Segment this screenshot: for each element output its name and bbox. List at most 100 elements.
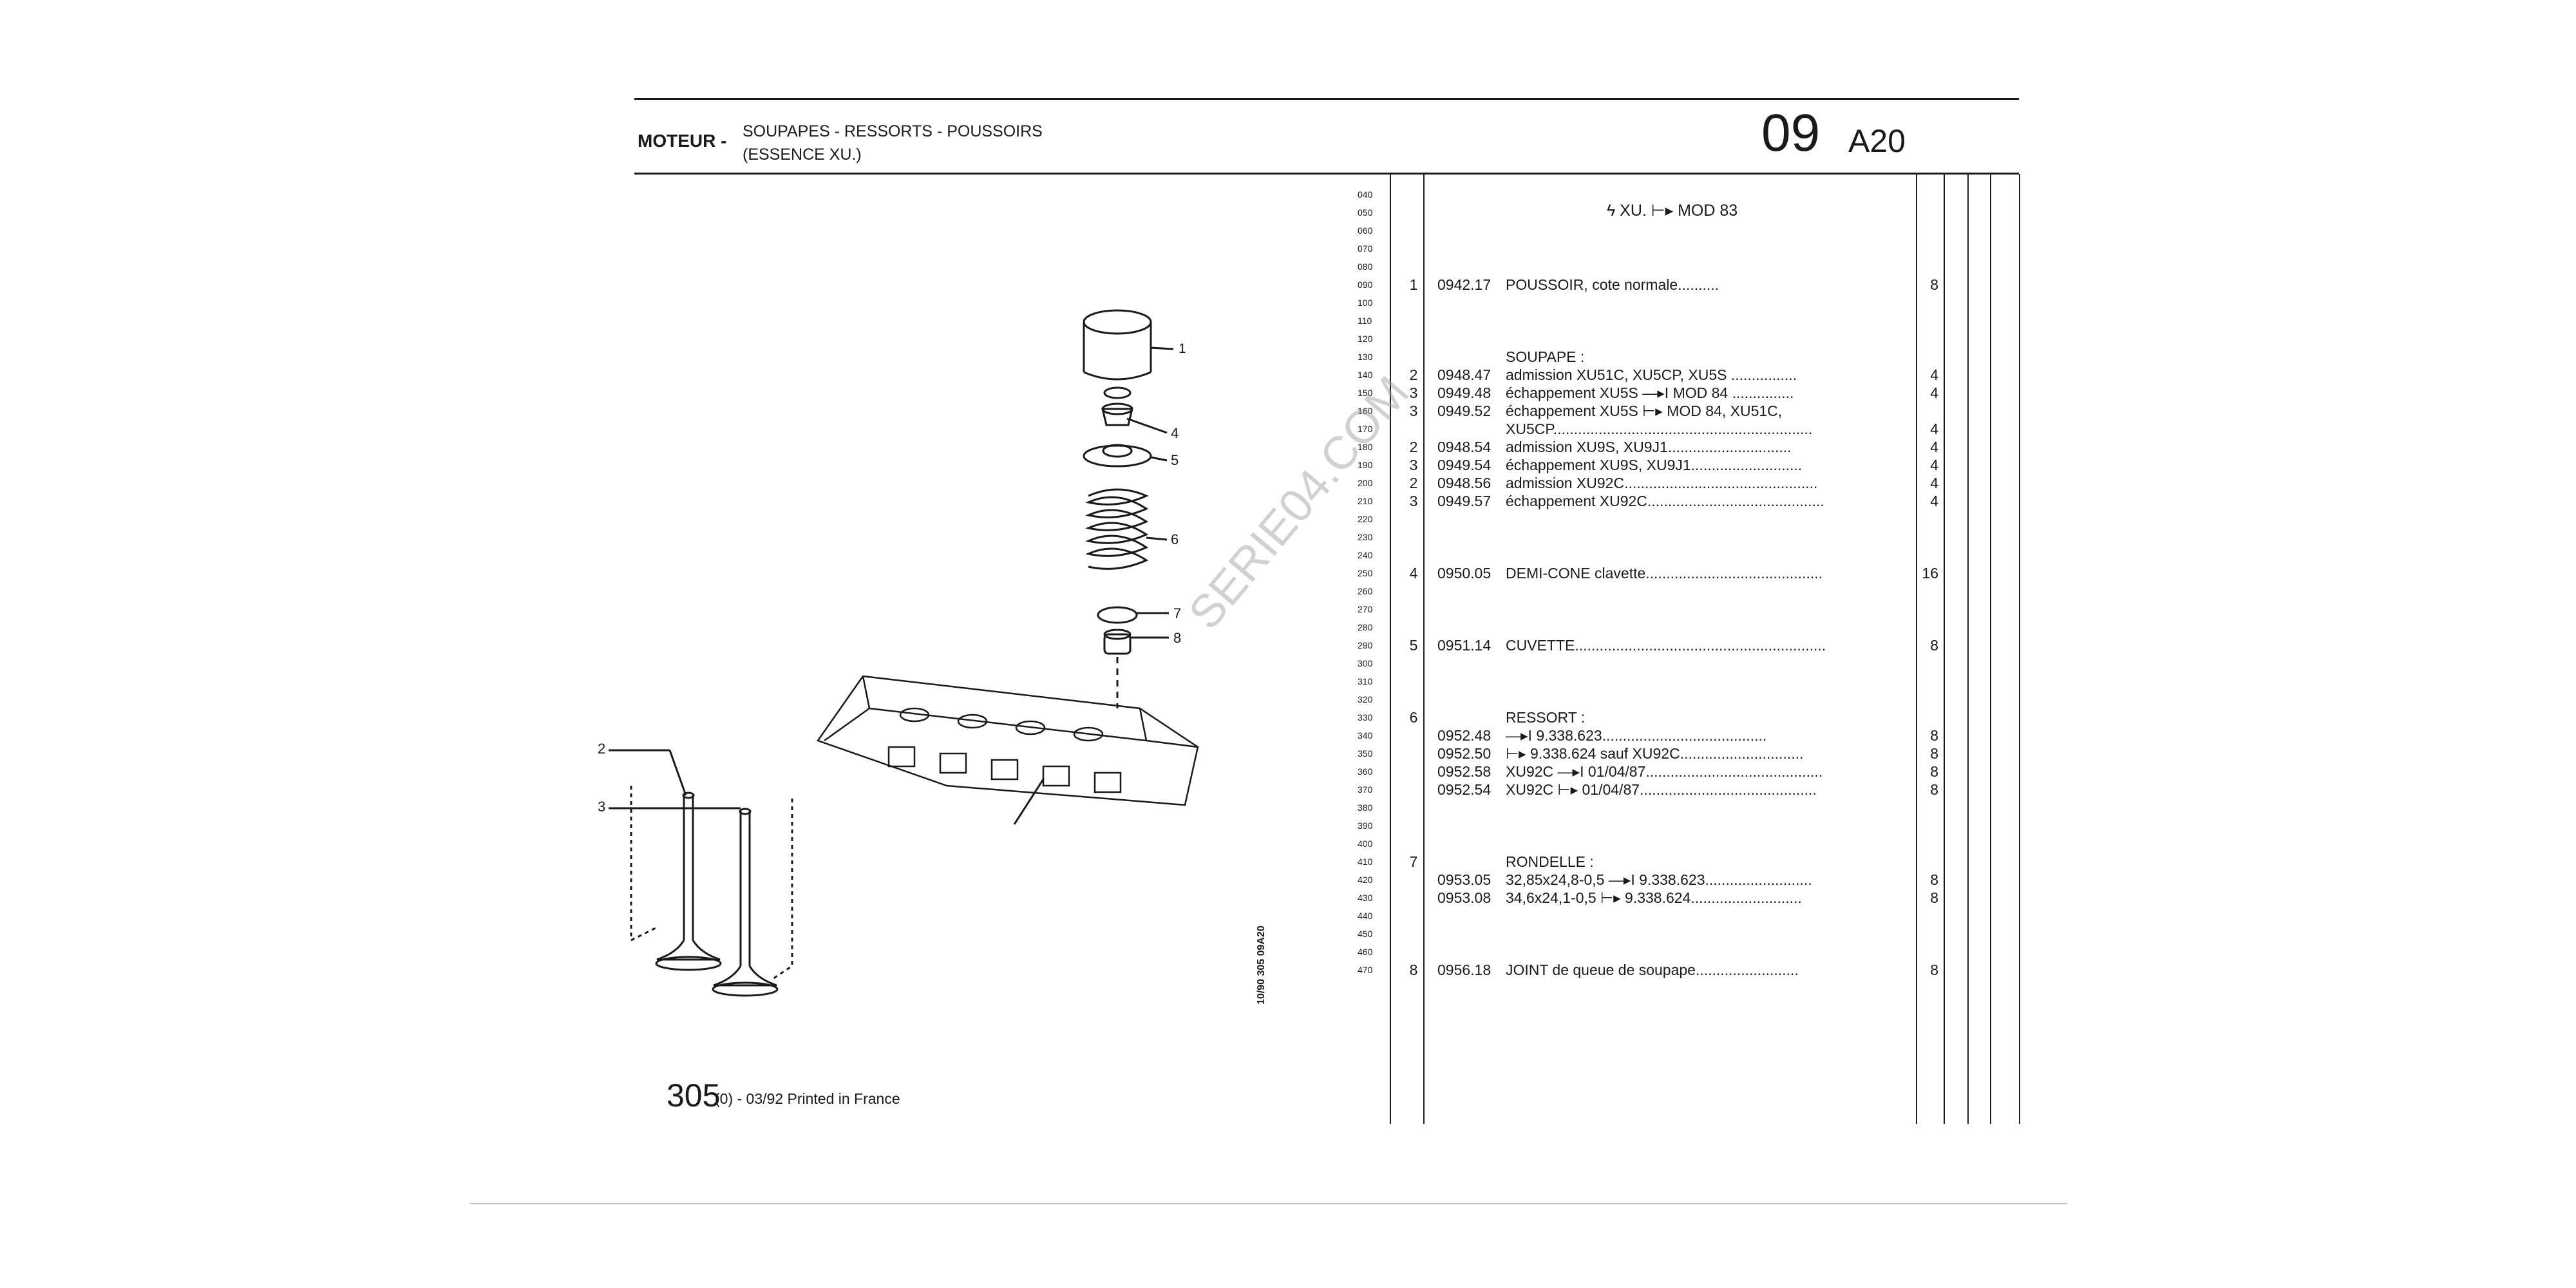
callout-7: 7	[1173, 605, 1181, 621]
part-ref: 0952.50	[1437, 745, 1492, 762]
part-qty: 8	[1930, 871, 1938, 888]
part-qty: 8	[1930, 745, 1938, 762]
line-code: 200	[1358, 478, 1373, 488]
part-idx: 6	[1409, 709, 1418, 726]
part-idx: 3	[1409, 402, 1418, 419]
line-code: 190	[1358, 460, 1373, 470]
part-desc: JOINT de queue de soupape...............…	[1506, 961, 1799, 978]
part-desc: SOUPAPE :	[1506, 348, 1585, 365]
part-idx: 2	[1409, 366, 1418, 383]
header-rule	[634, 173, 2019, 175]
part-qty: 16	[1922, 565, 1938, 582]
part-qty: 8	[1930, 276, 1938, 293]
part-ref: 0948.56	[1437, 475, 1492, 491]
line-code: 130	[1358, 352, 1373, 362]
line-code: 470	[1358, 965, 1373, 975]
part-desc: échappement XU9S, XU9J1.................…	[1506, 457, 1803, 473]
line-code: 220	[1358, 514, 1373, 524]
callout-1: 1	[1179, 341, 1186, 356]
callout-8: 8	[1173, 630, 1181, 646]
part-desc: admission XU9S, XU9J1...................…	[1506, 439, 1792, 455]
part-ref: 0949.54	[1437, 457, 1492, 473]
cylinder-head-part	[817, 675, 1199, 806]
line-code: 380	[1358, 802, 1373, 813]
line-code: 300	[1358, 658, 1373, 668]
line-code: 320	[1358, 694, 1373, 705]
part-desc: ⊢▸ 9.338.624 sauf XU92C.................…	[1506, 745, 1804, 762]
part-qty: 8	[1930, 781, 1938, 798]
line-code: 280	[1358, 622, 1373, 632]
part-qty: 8	[1930, 727, 1938, 744]
table-line-qty-right	[1944, 174, 1945, 1124]
valve-3-part	[712, 808, 779, 997]
table-line-c3	[2019, 174, 2020, 1124]
line-code: 090	[1358, 279, 1373, 290]
footer-text: (0) - 03/92 Printed in France	[715, 1090, 900, 1107]
part-idx: 3	[1409, 384, 1418, 401]
part-ref: 0948.47	[1437, 366, 1492, 383]
table-line-left	[1390, 174, 1391, 1124]
part-ref: 0950.05	[1437, 565, 1492, 582]
line-code: 310	[1358, 676, 1373, 687]
part-qty: 8	[1930, 961, 1938, 978]
subtitle-line1: SOUPAPES - RESSORTS - POUSSOIRS	[743, 122, 1043, 140]
part-qty: 4	[1930, 439, 1938, 455]
line-code: 110	[1358, 316, 1372, 326]
part-qty: 4	[1930, 421, 1938, 437]
part-ref: 0949.48	[1437, 384, 1492, 401]
line-code: 160	[1358, 406, 1373, 416]
line-code: 210	[1358, 496, 1373, 506]
part-qty: 8	[1930, 637, 1938, 654]
line-code: 350	[1358, 748, 1373, 759]
line-code: 120	[1358, 334, 1373, 344]
part-desc: XU5CP...................................…	[1506, 421, 1813, 437]
part-idx: 2	[1409, 439, 1418, 455]
part-idx: 3	[1409, 493, 1418, 509]
part-qty: 4	[1930, 366, 1938, 383]
spring-part	[1085, 488, 1149, 570]
part-ref: 0953.05	[1437, 871, 1492, 888]
footer-model: 305	[667, 1077, 721, 1113]
table-line-qty-left	[1916, 174, 1917, 1124]
part-ref: 0952.48	[1437, 727, 1492, 744]
line-code: 360	[1358, 766, 1373, 777]
section-number: 09	[1761, 104, 1821, 162]
subtitle-line2: (ESSENCE XU.)	[743, 146, 862, 164]
part-desc: admission XU51C, XU5CP, XU5S ...........…	[1506, 366, 1797, 383]
part-idx: 5	[1409, 637, 1418, 654]
line-code: 460	[1358, 947, 1373, 957]
part-idx: 7	[1409, 853, 1418, 870]
line-code: 170	[1358, 424, 1373, 434]
part-desc: échappement XU92C.......................…	[1506, 493, 1824, 509]
tappet-part	[1083, 309, 1152, 381]
part-idx: 4	[1409, 565, 1418, 582]
seal-part	[1103, 629, 1132, 655]
part-ref: 0952.54	[1437, 781, 1492, 798]
line-code: 430	[1358, 893, 1373, 903]
part-desc: 34,6x24,1-0,5 ⊢▸ 9.338.624..............…	[1506, 889, 1802, 906]
callout-3: 3	[598, 799, 605, 815]
part-desc: POUSSOIR, cote normale..........	[1506, 276, 1719, 293]
part-desc: admission XU92C.........................…	[1506, 475, 1818, 491]
line-code: 410	[1358, 857, 1373, 867]
part-ref: 0942.17	[1437, 276, 1492, 293]
vertical-code: 10/90 305 09A20	[1256, 925, 1267, 1005]
line-code: 420	[1358, 875, 1373, 885]
line-code: 180	[1358, 442, 1373, 452]
cone-part	[1101, 402, 1133, 426]
part-desc: RESSORT :	[1506, 709, 1586, 726]
valve-2-part	[655, 791, 722, 971]
part-desc: échappement XU5S —▸I MOD 84 ............…	[1506, 384, 1794, 401]
part-desc: RONDELLE :	[1506, 853, 1594, 870]
part-idx: 1	[1409, 276, 1418, 293]
callout-5: 5	[1171, 452, 1179, 468]
line-code: 230	[1358, 532, 1373, 542]
line-code: 440	[1358, 911, 1373, 921]
part-ref: 0951.14	[1437, 637, 1492, 654]
line-code: 370	[1358, 784, 1373, 795]
line-code: 260	[1358, 586, 1373, 596]
part-ref: 0953.08	[1437, 889, 1492, 906]
part-ref: 0956.18	[1437, 961, 1492, 978]
line-code: 250	[1358, 568, 1373, 578]
